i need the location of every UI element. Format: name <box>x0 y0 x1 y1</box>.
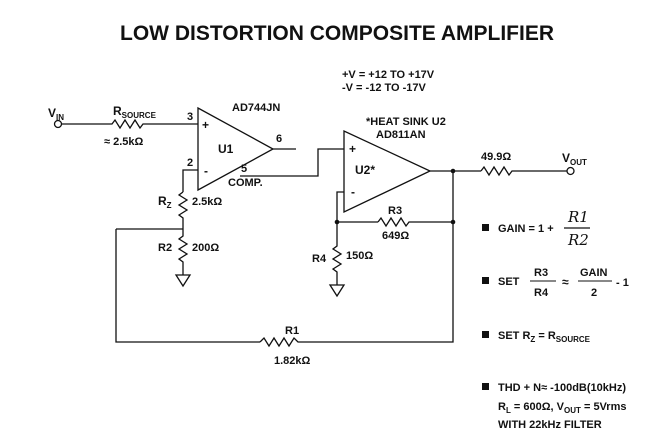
supply-positive-label: +V = +12 TO +17V <box>342 69 435 81</box>
u1-comp-to-u2-wire <box>240 148 344 177</box>
set-ratio-denominator: R4 <box>534 287 549 299</box>
r4-resistor <box>331 222 343 285</box>
set-ratio-two: 2 <box>591 287 597 299</box>
r3-resistor <box>377 216 453 228</box>
u1-minus-wire <box>182 169 198 192</box>
u1-minus-sign: - <box>204 164 208 178</box>
heat-sink-note: *HEAT SINK U2 <box>366 116 446 128</box>
r2-label: R2 <box>158 242 172 254</box>
r2-value: 200Ω <box>192 242 219 254</box>
rz-value: 2.5kΩ <box>192 196 222 208</box>
set-rz-text: SET RZ = RSOURCE <box>498 330 591 344</box>
output-node-dot <box>450 168 456 174</box>
rout-resistor <box>480 165 567 177</box>
set-ratio-approx: ≈ <box>562 275 569 289</box>
r1-resistor <box>259 171 454 348</box>
gain-denominator: R2 <box>567 231 589 249</box>
rout-value: 49.9Ω <box>481 151 511 163</box>
u1-pin5: 5 <box>241 163 247 175</box>
vin-terminal <box>53 119 63 129</box>
u2-opamp <box>343 129 432 214</box>
u1-part-label: AD744JN <box>232 102 280 114</box>
set-ratio-numerator: R3 <box>534 267 548 279</box>
u2-part-label: AD811AN <box>376 129 426 141</box>
u2-minus-wire <box>336 191 378 223</box>
u1-pin3: 3 <box>187 111 193 123</box>
u2-name: U2* <box>355 163 375 177</box>
rz-label: RZ <box>158 194 172 210</box>
u1-pin6: 6 <box>276 133 282 145</box>
r1-label: R1 <box>285 325 299 337</box>
r3-value: 649Ω <box>382 230 409 242</box>
vout-label: VOUT <box>562 151 587 167</box>
r3-node-dot <box>450 219 456 225</box>
r2-ground-icon <box>174 274 192 288</box>
r1-value: 1.82kΩ <box>274 355 311 367</box>
diagram-title: LOW DISTORTION COMPOSITE AMPLIFIER <box>120 22 554 45</box>
set-ratio-tail: - 1 <box>616 277 629 289</box>
u1-name: U1 <box>218 142 234 156</box>
gain-numerator: R1 <box>567 208 589 226</box>
set-ratio-bullet-icon <box>482 277 489 284</box>
gain-prefix: GAIN = 1 + <box>498 223 554 235</box>
u1-pin2: 2 <box>187 157 193 169</box>
r4-value: 150Ω <box>346 250 373 262</box>
r4-label: R4 <box>312 253 327 265</box>
set-rz-bullet-icon <box>482 331 489 338</box>
filter-text: WITH 22kHz FILTER <box>498 419 602 431</box>
set-ratio-label: SET <box>498 276 520 288</box>
supply-negative-label: -V = -12 TO -17V <box>342 82 427 94</box>
set-ratio-gain: GAIN <box>580 267 608 279</box>
vin-label: VIN <box>48 106 64 122</box>
u2-minus-sign: - <box>351 185 355 199</box>
rsource-value: ≈ 2.5kΩ <box>104 136 144 148</box>
r4-ground-icon <box>328 284 346 298</box>
r3-label: R3 <box>388 205 402 217</box>
u1-plus-sign: + <box>202 118 209 132</box>
r1-left-wire <box>115 229 260 343</box>
u1-comp-label: COMP. <box>228 177 263 189</box>
rl-text: RL = 600Ω, VOUT = 5Vrms <box>498 401 626 415</box>
u2-plus-sign: + <box>349 142 356 156</box>
vout-terminal <box>566 166 575 176</box>
thd-bullet-icon <box>482 383 489 390</box>
rsource-label: RSOURCE <box>113 104 157 120</box>
rz-resistor <box>177 191 189 229</box>
gain-bullet-icon <box>482 224 489 231</box>
u1-opamp <box>197 106 275 192</box>
rsource-resistor <box>61 118 198 130</box>
r2-resistor <box>177 229 189 275</box>
thd-text: THD + N≈ -100dB(10kHz) <box>498 382 626 394</box>
